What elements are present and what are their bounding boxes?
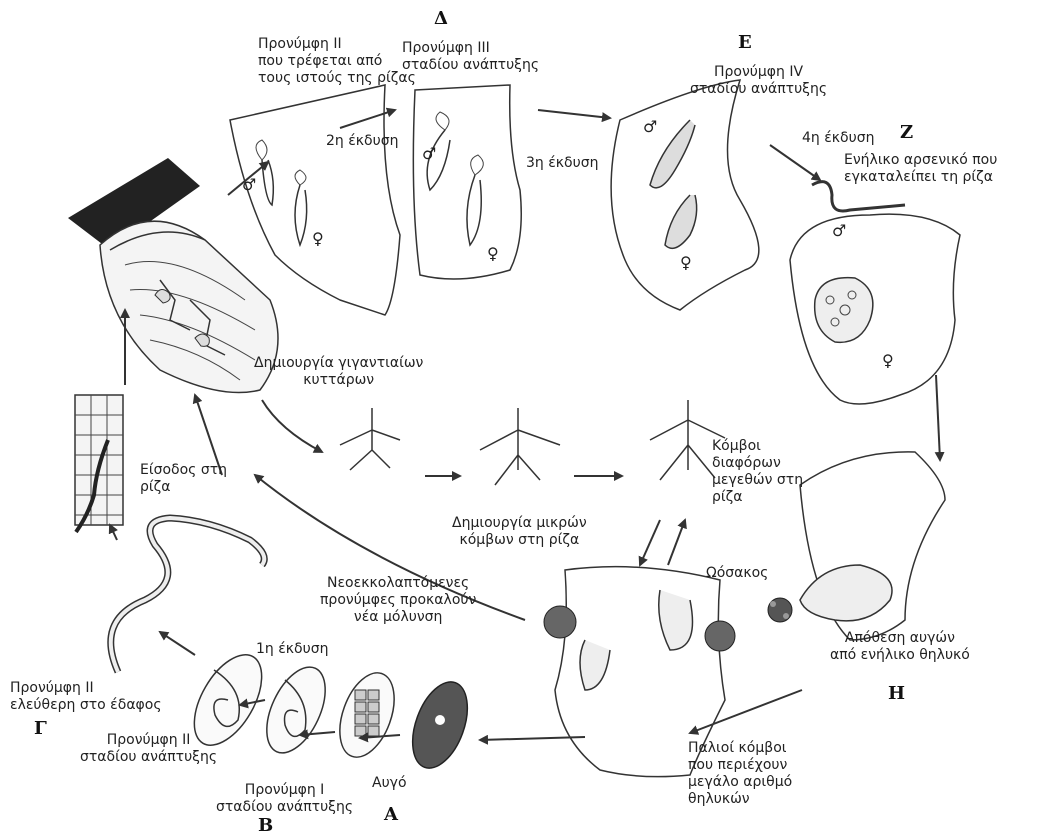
male-symbol-adult: ♂ xyxy=(832,222,846,239)
root-segment-entry-illustration xyxy=(75,395,123,532)
stage-letter-a: Α xyxy=(384,804,398,825)
male-symbol-larva2: ♂ xyxy=(242,176,256,193)
label-molt4: 4η έκδυση xyxy=(802,130,874,147)
label-free-larva: Προνύμφη ΙΙ ελεύθερη στο έδαφος xyxy=(10,680,162,714)
egg-row-illustration xyxy=(180,644,477,776)
label-molt3: 3η έκδυση xyxy=(526,155,598,172)
stage-letter-b: Β xyxy=(258,815,273,836)
label-molt2: 2η έκδυση xyxy=(326,133,398,150)
label-new-infection: Νεοεκκολαπτόμενες προνύμφες προκαλούν νέ… xyxy=(320,575,476,626)
root-systems-row xyxy=(340,400,725,485)
label-giant-cells: Δημιουργία γιγαντιαίων κυττάρων xyxy=(254,355,423,389)
label-egg-sac: Ωόσακος xyxy=(706,565,768,582)
female-symbol-adult: ♀ xyxy=(882,352,894,369)
label-root-entry: Είσοδος στη ρίζα xyxy=(140,462,227,496)
label-larva2-root: Προνύμφη ΙΙ που τρέφεται από τους ιστούς… xyxy=(258,36,416,87)
label-egg-laying: Απόθεση αυγών από ενήλικο θηλυκό xyxy=(830,630,970,664)
label-old-galls: Παλιοί κόμβοι που περιέχουν μεγάλο αριθμ… xyxy=(688,740,792,808)
adult-male-root-illustration xyxy=(790,182,960,404)
stage-letter-z: Ζ xyxy=(900,122,913,143)
label-egg: Αυγό xyxy=(372,775,407,792)
label-larva1: Προνύμφη Ι σταδίου ανάπτυξης xyxy=(216,782,353,816)
cycle-arrows xyxy=(110,110,940,740)
stage-letter-h: Η xyxy=(888,683,905,704)
stage-letter-g: Γ xyxy=(34,718,47,739)
stage-letter-d: Δ xyxy=(434,8,448,29)
label-molt1: 1η έκδυση xyxy=(256,641,328,658)
female-symbol-larva4: ♀ xyxy=(680,254,692,271)
root-piece-larva3 xyxy=(413,85,521,279)
female-symbol-larva3: ♀ xyxy=(487,245,499,262)
label-larva4: Προνύμφη ΙV σταδίου ανάπτυξης xyxy=(690,64,827,98)
male-symbol-larva3: ♂ xyxy=(422,145,436,162)
label-larva2-dev: Προνύμφη ΙΙ σταδίου ανάπτυξης xyxy=(80,732,217,766)
root-piece-larva4 xyxy=(611,80,759,310)
stage-letter-e: Ε xyxy=(738,32,752,53)
label-galls-sizes: Κόμβοι διαφόρων μεγεθών στη ρίζα xyxy=(712,438,803,506)
label-small-galls: Δημιουργία μικρών κόμβων στη ρίζα xyxy=(452,515,587,549)
label-adult-male: Ενήλικο αρσενικό που εγκαταλείπει τη ρίζ… xyxy=(844,152,997,186)
label-larva3: Προνύμφη ΙΙΙ σταδίου ανάπτυξης xyxy=(402,40,539,74)
male-symbol-larva4: ♂ xyxy=(643,118,657,135)
female-symbol-larva2: ♀ xyxy=(312,230,324,247)
root-piece-larva2 xyxy=(230,85,400,315)
